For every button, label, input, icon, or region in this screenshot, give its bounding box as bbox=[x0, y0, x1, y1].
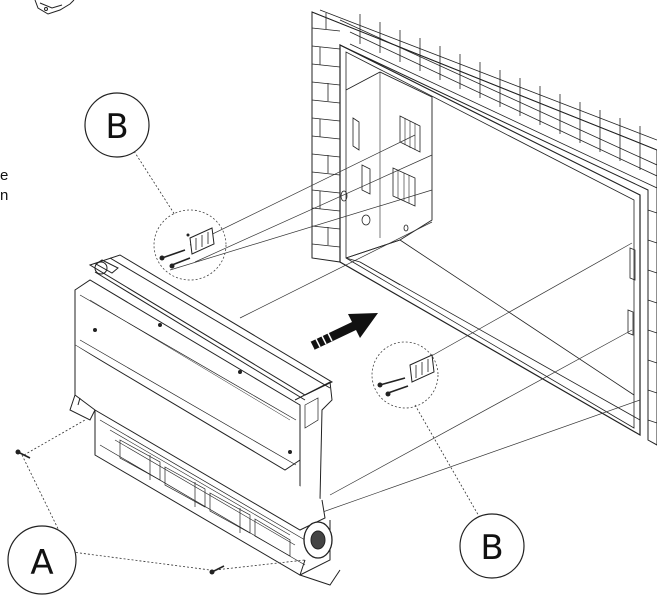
callout-b-top: B bbox=[84, 92, 150, 158]
insertion-arrow-icon bbox=[309, 313, 378, 351]
svg-text:B: B bbox=[105, 107, 128, 147]
brick-wall bbox=[311, 9, 657, 446]
mounting-bracket-top bbox=[153, 209, 227, 281]
wall-opening bbox=[339, 44, 641, 437]
mounting-bracket-bottom bbox=[371, 341, 439, 409]
cropped-text-line-2: n bbox=[0, 187, 9, 204]
svg-text:B: B bbox=[480, 528, 503, 568]
cropped-text-line-1: e bbox=[0, 167, 9, 184]
callout-b-bottom: B bbox=[459, 513, 525, 579]
alignment-lines bbox=[169, 134, 641, 521]
cropped-part-fragment bbox=[34, 0, 75, 15]
screw-a-bottom bbox=[209, 565, 225, 575]
leader-lines bbox=[21, 147, 481, 571]
fan-coil-unit bbox=[69, 254, 341, 586]
svg-text:A: A bbox=[30, 543, 53, 583]
callout-a: A bbox=[7, 525, 77, 595]
